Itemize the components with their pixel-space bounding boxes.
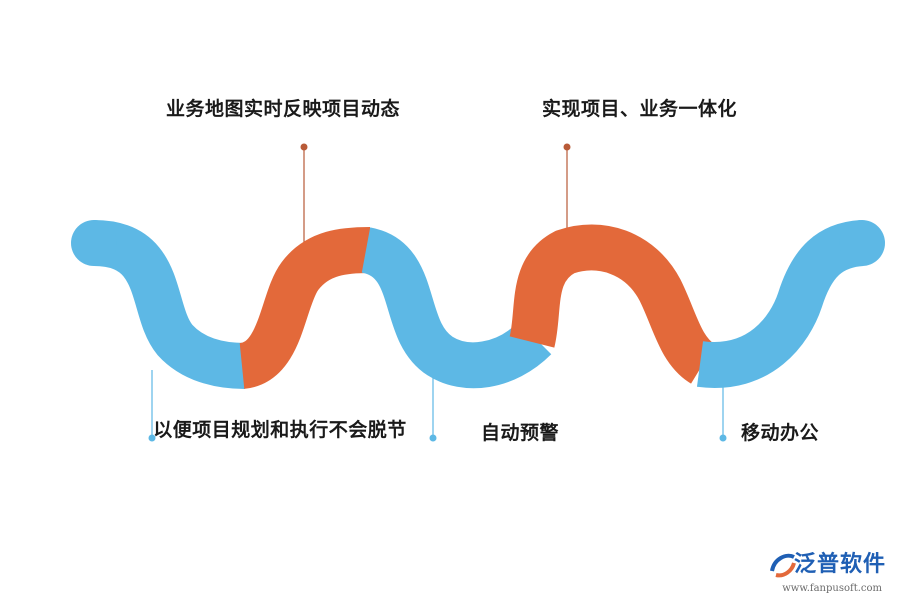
label-bottom-3: 移动办公 bbox=[741, 422, 820, 444]
connector-dot-bottom-3 bbox=[719, 434, 727, 442]
label-top-left: 业务地图实时反映项目动态 bbox=[166, 98, 401, 120]
connector-dot-top-left bbox=[300, 143, 308, 151]
wave-segment-blue-2 bbox=[359, 227, 552, 389]
label-bottom-1: 以便项目规划和执行不会脱节 bbox=[153, 419, 407, 441]
label-bottom-2: 自动预警 bbox=[481, 422, 560, 444]
wave-segment-orange-2 bbox=[509, 224, 717, 384]
label-top-right: 实现项目、业务一体化 bbox=[542, 98, 738, 120]
brand-name: 泛普软件 bbox=[793, 552, 886, 577]
wave-segment-blue-3 bbox=[696, 220, 865, 388]
wave-end-left bbox=[71, 220, 117, 266]
connector-dot-top-right bbox=[563, 143, 571, 151]
wave-segment-blue-1 bbox=[92, 220, 246, 389]
wave-segment-orange-1 bbox=[236, 227, 371, 389]
connector-dot-bottom-1 bbox=[148, 434, 156, 442]
brand-url: www.fanpusoft.com bbox=[782, 583, 882, 594]
connector-dot-bottom-2 bbox=[429, 434, 437, 442]
fanpu-logo-icon bbox=[770, 553, 796, 578]
wave-end-right bbox=[839, 220, 885, 266]
brand-logo: 泛普软件 bbox=[794, 546, 886, 578]
